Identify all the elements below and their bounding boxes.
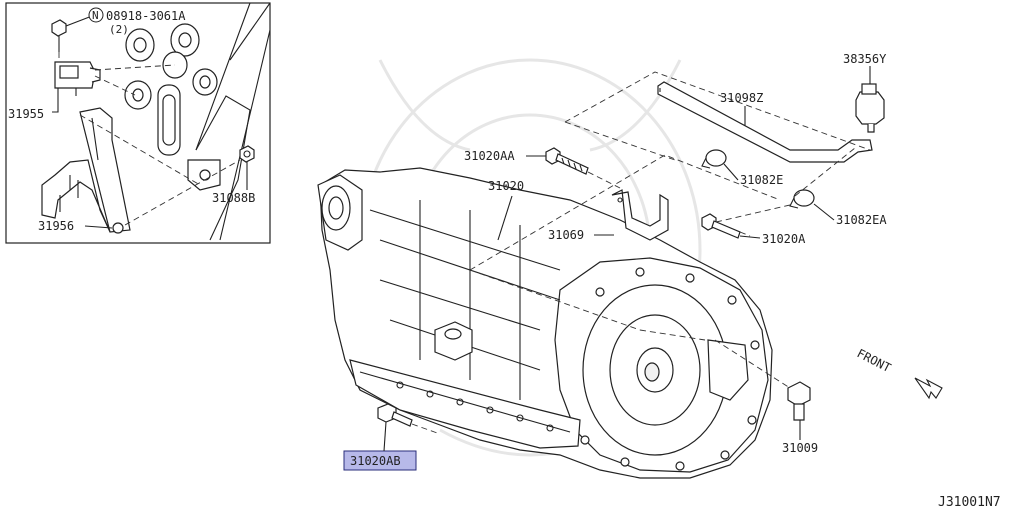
label-31956: 31956 [38, 219, 74, 233]
leader-31020a [739, 235, 761, 239]
tube-31098z [657, 81, 873, 163]
leader-31955 [52, 96, 59, 113]
breather-38356y [855, 83, 885, 133]
highlight-box [343, 450, 417, 471]
leader-31082ea [813, 203, 835, 221]
front-direction-indicator: FRONT [855, 346, 943, 400]
label-31955: 31955 [8, 107, 44, 121]
sensor-bolt [51, 15, 93, 62]
label-31082ea: 31082EA [836, 213, 887, 227]
label-31088b: 31088B [212, 191, 255, 205]
clip-31082ea [789, 189, 815, 209]
label-31020ab: 31020AB [350, 454, 401, 468]
inset-note: N 08918-3061A (2) [88, 7, 186, 36]
leader-31956 [84, 225, 113, 229]
transmission-assembly [317, 167, 773, 479]
label-38356y: 38356Y [843, 52, 887, 66]
note-quantity: (2) [109, 23, 129, 36]
label-31020aa: 31020AA [464, 149, 515, 163]
note-symbol-N: N [92, 9, 99, 22]
clip-31082e [701, 149, 727, 169]
label-31009: 31009 [782, 441, 818, 455]
note-part-number: 08918-3061A [106, 9, 186, 23]
diagram-code: J31001N7 [938, 495, 1001, 510]
label-31020a: 31020A [762, 232, 806, 246]
mounting-bracket-part [41, 107, 241, 234]
leader-31082e [723, 163, 739, 181]
inset-detail: N 08918-3061A (2) 31955 31956 31088B [5, 2, 271, 244]
clip-nut-part [239, 145, 255, 190]
leader-31020 [497, 195, 513, 241]
bolt-31009 [787, 381, 811, 421]
bolt-31020aa [545, 147, 621, 189]
label-31082e: 31082E [740, 173, 783, 187]
front-label: FRONT [855, 346, 894, 375]
bracket-31069 [611, 189, 669, 241]
bolt-31020a [701, 213, 741, 239]
speed-sensor-part [54, 61, 176, 96]
highlighted-part-31020ab[interactable]: 31020AB [343, 450, 417, 471]
label-31098z: 31098Z [720, 91, 763, 105]
bolt-31020ab [377, 403, 413, 427]
front-arrow-icon [914, 377, 943, 400]
leader-31020ab [383, 421, 387, 452]
label-31020: 31020 [488, 179, 524, 193]
assembly-dashed-lines [411, 71, 871, 435]
label-31069: 31069 [548, 228, 584, 242]
